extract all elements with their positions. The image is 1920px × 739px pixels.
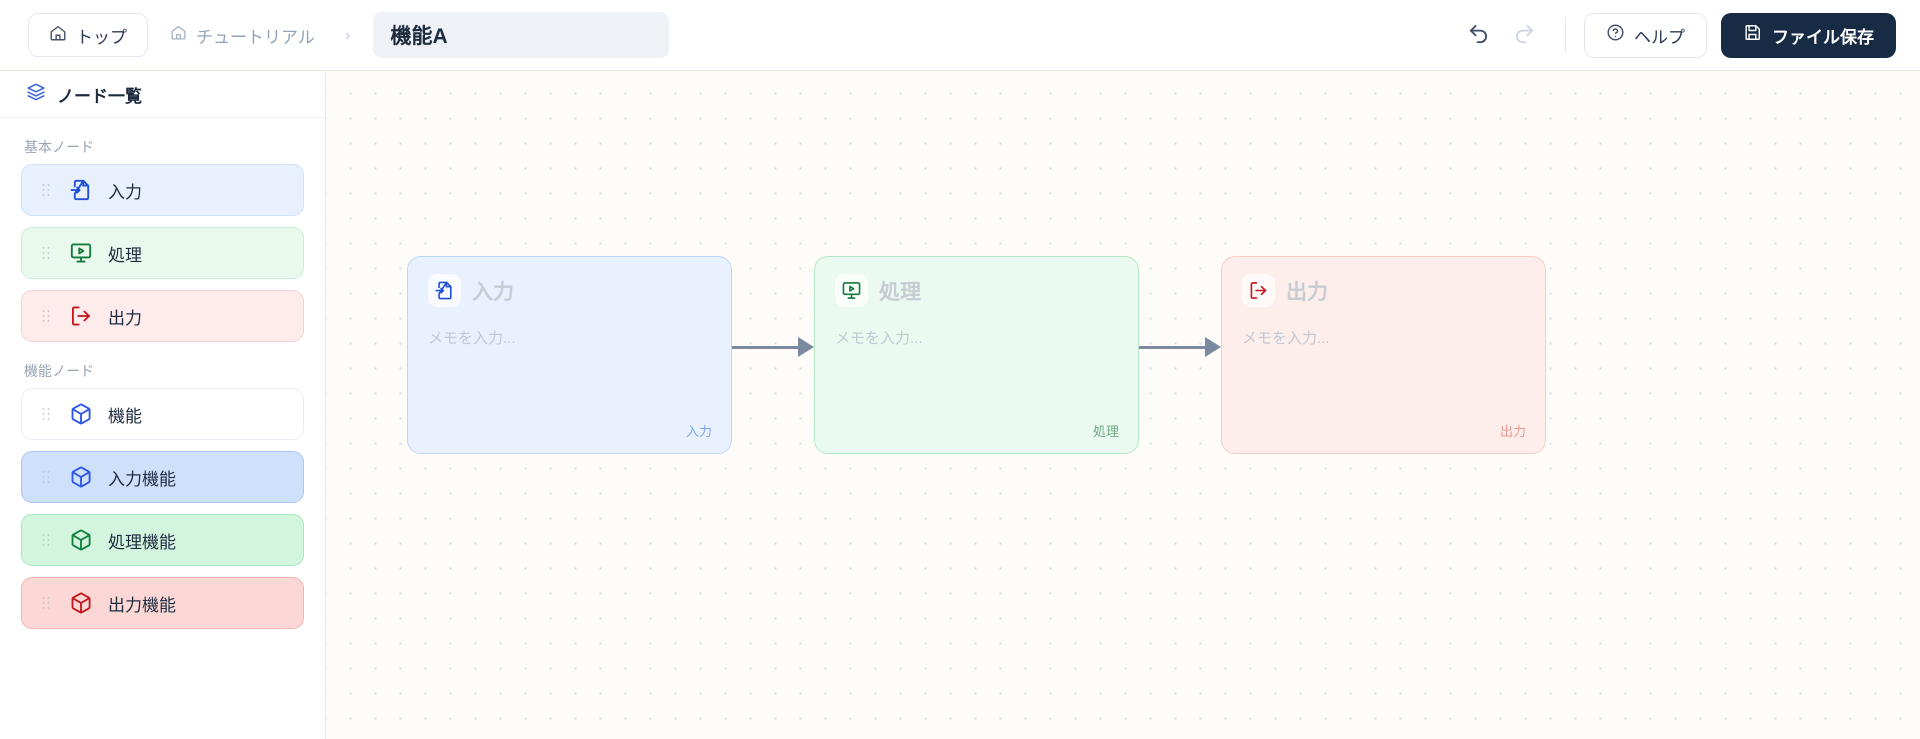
home-icon	[49, 24, 67, 47]
palette-item-機能[interactable]: 機能	[21, 388, 304, 440]
drag-grip-icon[interactable]	[36, 306, 56, 326]
undo-arrow-icon	[1467, 22, 1490, 48]
palette-group-label: 基本ノード	[24, 139, 94, 155]
app-body: ノード一覧 基本ノード 入力 処理	[0, 71, 1920, 739]
undo-button[interactable]	[1455, 12, 1501, 58]
flow-connector[interactable]	[732, 337, 814, 357]
drag-grip-icon[interactable]	[36, 243, 56, 263]
sidebar-header-label: ノード一覧	[57, 86, 142, 106]
log-out-icon	[66, 304, 96, 328]
arrow-head-icon	[798, 337, 814, 357]
drag-grip-icon[interactable]	[36, 404, 56, 424]
flow-node-memo-input[interactable]: メモを入力...	[1242, 330, 1330, 347]
palette-item-入力[interactable]: 入力	[21, 164, 304, 216]
drag-grip-icon[interactable]	[36, 530, 56, 550]
package-icon	[66, 591, 96, 615]
flow-node-header: 出力	[1242, 274, 1525, 307]
breadcrumb-top-button[interactable]: トップ	[28, 13, 148, 57]
layers-icon	[26, 82, 46, 107]
flow-node-memo-input[interactable]: メモを入力...	[428, 330, 516, 347]
floppy-disk-icon	[1743, 23, 1762, 47]
package-icon	[66, 528, 96, 552]
redo-button[interactable]	[1501, 12, 1547, 58]
flow-node-tag: 出力	[1499, 424, 1526, 439]
help-label: ヘルプ	[1634, 27, 1685, 47]
arrow-head-icon	[1205, 337, 1221, 357]
breadcrumb-top-label: トップ	[76, 27, 127, 47]
monitor-play-icon	[835, 274, 868, 307]
palette-item-処理機能[interactable]: 処理機能	[21, 514, 304, 566]
flow-node-header: 処理	[835, 274, 1118, 307]
save-file-button[interactable]: ファイル保存	[1721, 12, 1896, 58]
monitor-play-icon	[66, 241, 96, 265]
breadcrumb-tutorial-label: チュートリアル	[196, 27, 315, 47]
palette-item-出力機能[interactable]: 出力機能	[21, 577, 304, 629]
home-icon	[170, 24, 187, 46]
connector-line	[732, 345, 798, 349]
drag-grip-icon[interactable]	[36, 180, 56, 200]
breadcrumb-tutorial-button[interactable]: チュートリアル	[152, 13, 333, 57]
palette-item-label: 出力	[108, 308, 142, 328]
sidebar-header: ノード一覧	[0, 71, 325, 118]
palette-item-label: 処理機能	[108, 532, 176, 552]
flow-node-title: 入力	[472, 280, 514, 304]
palette-item-label: 出力機能	[108, 595, 176, 615]
palette-item-処理[interactable]: 処理	[21, 227, 304, 279]
flow-node-入力[interactable]: 入力 メモを入力... 入力	[407, 256, 732, 454]
palette-item-入力機能[interactable]: 入力機能	[21, 451, 304, 503]
flow-node-title: 出力	[1286, 280, 1328, 304]
page-title-input[interactable]: 機能A	[372, 12, 669, 58]
breadcrumb: トップ チュートリアル › 機能A	[28, 12, 669, 58]
flow-node-tag: 処理	[1092, 424, 1119, 439]
breadcrumb-separator: ›	[344, 25, 351, 44]
palette-item-label: 機能	[108, 406, 142, 426]
flow-node-title: 処理	[879, 280, 921, 304]
file-input-icon	[428, 274, 461, 307]
palette-item-出力[interactable]: 出力	[21, 290, 304, 342]
palette-item-label: 処理	[108, 245, 142, 265]
package-icon	[66, 402, 96, 426]
package-icon	[66, 465, 96, 489]
palette-item-label: 入力機能	[108, 469, 176, 489]
palette-item-label: 入力	[108, 182, 142, 202]
file-input-icon	[66, 178, 96, 202]
flow-node-処理[interactable]: 処理 メモを入力... 処理	[814, 256, 1139, 454]
header-actions: ヘルプ ファイル保存	[1455, 12, 1896, 58]
flow-node-memo-input[interactable]: メモを入力...	[835, 330, 923, 347]
drag-grip-icon[interactable]	[36, 467, 56, 487]
flow-canvas[interactable]: 入力 メモを入力... 入力 処理 メモを入力... 処理 出力 メモを入力..…	[326, 71, 1920, 739]
flow-connector[interactable]	[1139, 337, 1221, 357]
flow-node-tag: 入力	[685, 424, 712, 439]
connector-line	[1139, 345, 1205, 349]
app-header: トップ チュートリアル › 機能A	[0, 0, 1920, 71]
drag-grip-icon[interactable]	[36, 593, 56, 613]
header-divider	[1565, 18, 1566, 52]
log-out-icon	[1242, 274, 1275, 307]
flow-node-出力[interactable]: 出力 メモを入力... 出力	[1221, 256, 1546, 454]
node-palette-sidebar: ノード一覧 基本ノード 入力 処理	[0, 71, 326, 739]
palette-group-label: 機能ノード	[24, 363, 94, 379]
flow-node-header: 入力	[428, 274, 711, 307]
question-circle-icon	[1606, 23, 1625, 47]
palette-groups: 基本ノード 入力 処理	[0, 118, 325, 739]
help-button[interactable]: ヘルプ	[1584, 12, 1707, 58]
save-label: ファイル保存	[1772, 27, 1874, 47]
redo-arrow-icon	[1513, 22, 1536, 48]
